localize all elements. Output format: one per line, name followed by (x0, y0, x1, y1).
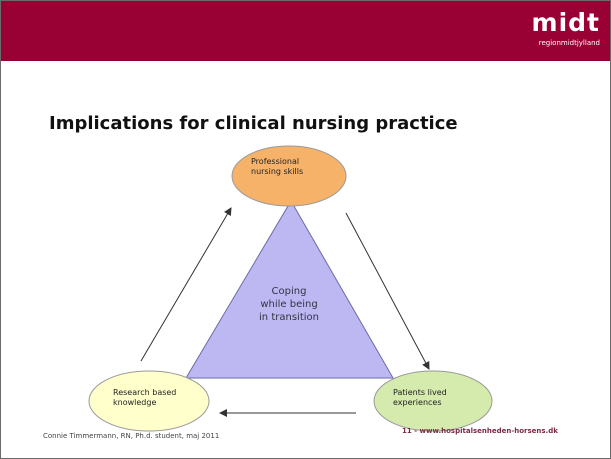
node-top-ellipse (231, 145, 347, 207)
midt-logo: midt regionmidtjylland (510, 9, 600, 55)
arrow-to-bottom-right-node (345, 212, 430, 370)
logo-wordmark: midt (531, 8, 600, 37)
footer-page-url: 11 - www.hospitalsenheden-horsens.dk (402, 427, 558, 435)
header-bar: midt regionmidtjylland (1, 1, 610, 61)
arrow-to-top-node (140, 207, 232, 362)
slide-title: Implications for clinical nursing practi… (49, 113, 458, 134)
node-bottom-right-label: Patients lived experiences (393, 388, 447, 407)
node-top-label: Professional nursing skills (251, 157, 304, 176)
triangle-center-label: Coping while being in transition (259, 286, 319, 323)
node-bottom-left-label: Research based knowledge (113, 388, 177, 407)
logo-subtitle: regionmidtjylland (538, 39, 600, 47)
node-bottom-right-ellipse (373, 370, 493, 432)
node-bottom-left-ellipse (88, 370, 210, 432)
footer-author: Connie Timmermann, RN, Ph.d. student, ma… (43, 432, 220, 440)
center-triangle (185, 200, 394, 379)
